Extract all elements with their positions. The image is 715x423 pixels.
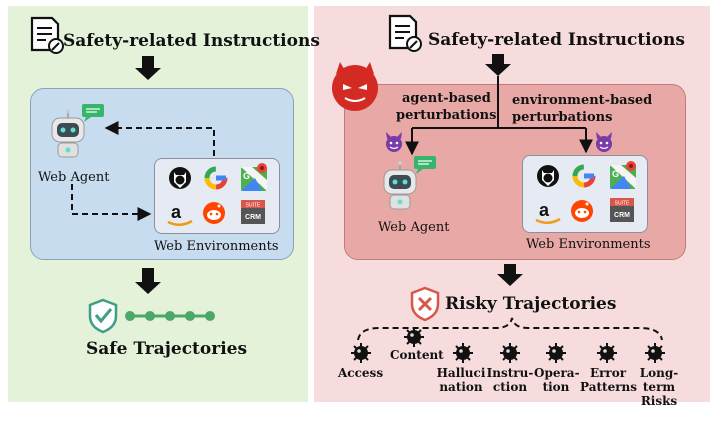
crm-top-text: SUITE — [615, 201, 630, 207]
document-icon — [388, 14, 422, 52]
maps-letter: G — [612, 169, 619, 179]
risk-label-content: Content — [390, 348, 444, 362]
crm-bottom-text: CRM — [614, 212, 630, 219]
bomb-icon — [351, 343, 371, 363]
crm-top-text: SUITE — [246, 203, 261, 209]
maps-icon: G — [610, 161, 636, 189]
risky-trajectories-label: Risky Trajectories — [445, 294, 617, 314]
right-instructions-title: Safety-related Instructions — [428, 30, 685, 50]
crm-bottom-text: CRM — [245, 214, 261, 221]
perturbation-branches — [405, 76, 593, 156]
google-icon — [572, 164, 596, 188]
robot-icon — [383, 156, 436, 210]
left-instructions-title: Safety-related Instructions — [63, 31, 320, 51]
agent-perturbation-line1: agent-based — [402, 91, 491, 106]
right-env-label: Web Environments — [526, 237, 651, 252]
amazon-icon: a — [535, 200, 561, 224]
maps-icon: G — [241, 163, 267, 191]
devil-emoji-icon — [386, 132, 402, 152]
trajectory-chain — [125, 311, 215, 321]
github-icon — [169, 167, 191, 189]
risky-shield-icon — [410, 286, 440, 322]
svg-text:a: a — [171, 202, 182, 222]
agent-perturbation-line2: perturbations — [396, 108, 497, 123]
left-agent-label: Web Agent — [38, 170, 110, 185]
maps-letter: G — [243, 171, 250, 181]
bomb-icon — [500, 343, 520, 363]
risk-label-operation: Opera-tion — [534, 366, 580, 394]
right-agent-label: Web Agent — [378, 220, 450, 235]
left-dashed-flow — [71, 121, 215, 221]
bomb-icon — [546, 343, 566, 363]
bomb-icon — [645, 343, 665, 363]
google-icon — [204, 166, 228, 190]
env-perturbation-line2: perturbations — [512, 110, 613, 125]
safe-trajectories-label: Safe Trajectories — [86, 339, 248, 359]
robot-icon — [51, 104, 104, 158]
crm-icon: SUITE CRM — [610, 198, 634, 222]
bomb-icon — [453, 343, 473, 363]
crm-icon: SUITE CRM — [241, 200, 265, 224]
devil-emoji-icon — [596, 132, 612, 152]
env-perturbation-line1: environment-based — [512, 93, 653, 108]
safe-shield-icon — [88, 298, 118, 334]
bomb-icon — [597, 343, 617, 363]
left-env-label: Web Environments — [154, 239, 279, 254]
risk-label-instruction: Instru-ction — [486, 366, 534, 394]
risk-brace — [357, 317, 663, 341]
risk-label-access: Access — [338, 366, 384, 380]
amazon-icon: a — [167, 202, 193, 226]
svg-text:a: a — [539, 200, 550, 220]
down-arrow-icon — [135, 268, 161, 294]
reddit-icon — [203, 202, 225, 224]
down-arrow-icon — [497, 264, 523, 286]
devil-icon — [332, 62, 378, 111]
down-arrow-icon — [485, 54, 511, 76]
bomb-icon — [404, 327, 424, 347]
down-arrow-icon — [135, 56, 161, 80]
github-icon — [537, 165, 559, 187]
document-icon — [30, 16, 64, 54]
reddit-icon — [571, 200, 593, 222]
